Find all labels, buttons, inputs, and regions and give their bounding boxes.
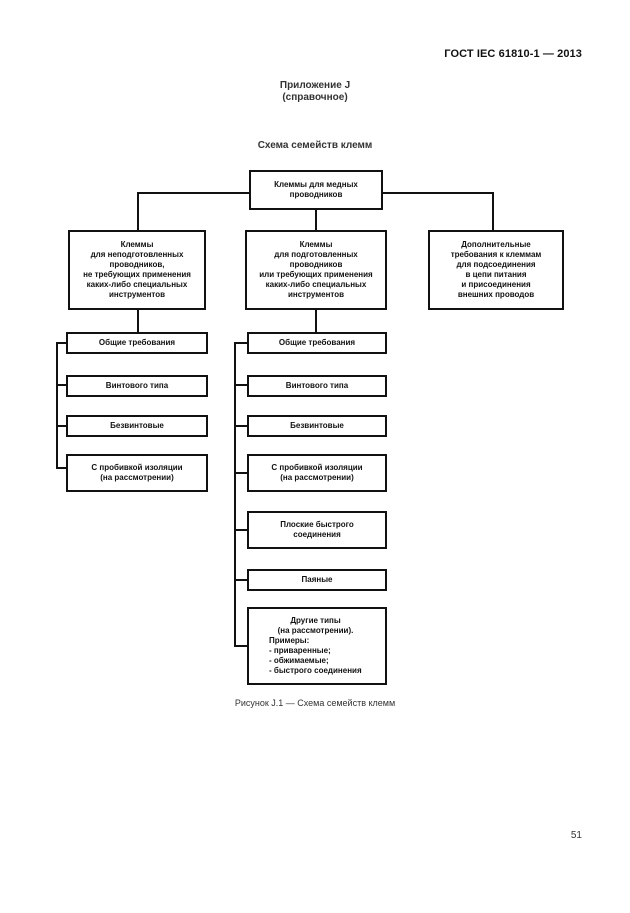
branch-middle-label: или требующих применения bbox=[259, 270, 373, 279]
branch-right-label: Дополнительные bbox=[461, 240, 531, 249]
middle-item-screwless: Безвинтовые bbox=[247, 415, 387, 437]
middle-item-label: С пробивкой изоляции bbox=[271, 463, 363, 472]
left-item-screw: Винтового типа bbox=[66, 375, 208, 397]
connector-line bbox=[56, 342, 58, 468]
branch-right-label: в цепи питания bbox=[465, 270, 527, 279]
connector-line bbox=[234, 472, 247, 474]
left-item-label: Общие требования bbox=[98, 338, 176, 347]
middle-item-label: Паяные bbox=[301, 575, 333, 584]
appendix-title: Приложение J bbox=[279, 80, 351, 91]
branch-left-label: для неподготовленных bbox=[90, 250, 184, 259]
connector-line bbox=[234, 384, 247, 386]
middle-item-label: Безвинтовые bbox=[290, 421, 344, 430]
branch-middle-label: для подготовленных bbox=[274, 250, 358, 259]
middle-item-soldered: Паяные bbox=[247, 569, 387, 591]
branch-left-box: Клеммы для неподготовленных проводников,… bbox=[68, 230, 206, 310]
connector-line bbox=[137, 310, 139, 332]
branch-right-box: Дополнительные требования к клеммам для … bbox=[428, 230, 564, 310]
middle-item-flat-quick-connect: Плоские быстрого соединения bbox=[247, 511, 387, 549]
left-item-screwless: Безвинтовые bbox=[66, 415, 208, 437]
branch-middle-label: Клеммы bbox=[299, 240, 333, 249]
root-label: проводников bbox=[289, 190, 343, 199]
branch-right-label: для подсоединения bbox=[456, 260, 536, 269]
connector-line bbox=[315, 310, 317, 332]
left-item-general: Общие требования bbox=[66, 332, 208, 354]
root-label: Клеммы для медных bbox=[274, 180, 358, 189]
other-types-example: - приваренные; bbox=[269, 646, 331, 655]
branch-middle-label: проводников bbox=[289, 260, 343, 269]
branch-left-label: инструментов bbox=[108, 290, 166, 299]
connector-line bbox=[492, 192, 494, 230]
root-box: Клеммы для медных проводников bbox=[249, 170, 383, 210]
other-types-example: - обжимаемые; bbox=[269, 656, 329, 665]
other-types-example: - быстрого соединения bbox=[269, 666, 362, 675]
scheme-title: Схема семейств клемм bbox=[257, 140, 373, 151]
middle-item-screw: Винтового типа bbox=[247, 375, 387, 397]
branch-left-label: проводников, bbox=[109, 260, 165, 269]
branch-right-label: требования к клеммам bbox=[450, 250, 542, 259]
middle-item-general: Общие требования bbox=[247, 332, 387, 354]
other-types-title: (на рассмотрении). bbox=[277, 626, 354, 635]
connector-line bbox=[234, 645, 247, 647]
left-item-idc: С пробивкой изоляции (на рассмотрении) bbox=[66, 454, 208, 492]
other-types-title: Другие типы bbox=[290, 616, 341, 625]
branch-middle-label: каких-либо специальных bbox=[265, 280, 367, 289]
figure-caption: Рисунок J.1 — Схема семейств клемм bbox=[234, 698, 396, 708]
connector-line bbox=[137, 192, 139, 230]
left-item-label: (на рассмотрении) bbox=[100, 473, 174, 482]
document-code: ГОСТ IEC 61810-1 — 2013 bbox=[444, 48, 582, 60]
connector-line bbox=[56, 425, 68, 427]
middle-item-label: соединения bbox=[293, 530, 341, 539]
appendix-heading: Приложение J (справочное) bbox=[0, 80, 630, 104]
connector-line bbox=[315, 209, 317, 230]
left-item-label: Винтового типа bbox=[105, 381, 169, 390]
branch-right-label: внешних проводов bbox=[457, 290, 535, 299]
connector-line bbox=[56, 342, 68, 344]
connector-line bbox=[234, 529, 247, 531]
connector-line bbox=[56, 384, 68, 386]
appendix-subtitle: (справочное) bbox=[282, 92, 348, 103]
page-number: 51 bbox=[570, 830, 582, 841]
middle-item-label: Винтового типа bbox=[285, 381, 349, 390]
middle-item-label: (на рассмотрении) bbox=[280, 473, 354, 482]
branch-left-label: не требующих применения bbox=[83, 270, 191, 279]
middle-item-label: Общие требования bbox=[278, 338, 356, 347]
branch-right-label: и присоединения bbox=[461, 280, 531, 289]
branch-left-label: Клеммы bbox=[120, 240, 154, 249]
branch-middle-label: инструментов bbox=[287, 290, 345, 299]
connector-line bbox=[234, 579, 247, 581]
middle-item-other-types: Другие типы (на рассмотрении). Примеры: … bbox=[247, 607, 387, 685]
connector-line bbox=[56, 467, 68, 469]
branch-middle-box: Клеммы для подготовленных проводников ил… bbox=[245, 230, 387, 310]
middle-item-idc: С пробивкой изоляции (на рассмотрении) bbox=[247, 454, 387, 492]
middle-item-label: Плоские быстрого bbox=[280, 520, 354, 529]
left-item-label: Безвинтовые bbox=[110, 421, 164, 430]
connector-line bbox=[234, 425, 247, 427]
connector-line bbox=[234, 342, 247, 344]
branch-left-label: каких-либо специальных bbox=[86, 280, 188, 289]
other-types-examples-label: Примеры: bbox=[269, 636, 310, 645]
connector-line bbox=[234, 342, 236, 647]
left-item-label: С пробивкой изоляции bbox=[91, 463, 183, 472]
